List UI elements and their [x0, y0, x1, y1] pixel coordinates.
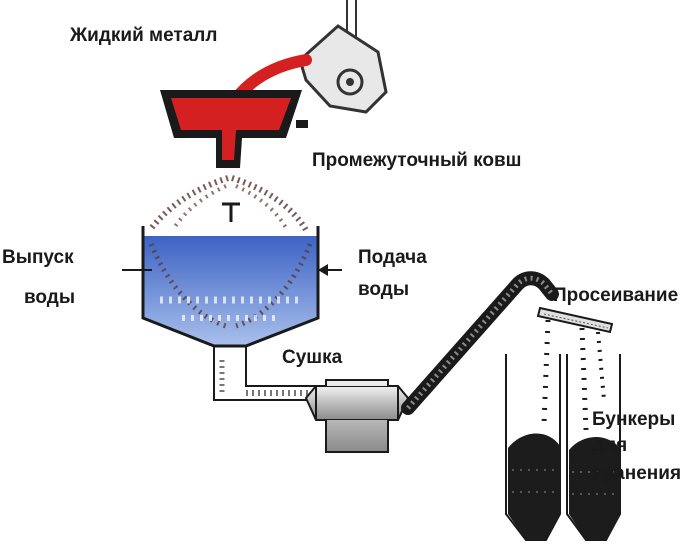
dryer: [304, 379, 410, 453]
water-supply-arrow: [318, 264, 342, 276]
label-water-supply-line1: Подача: [358, 247, 427, 268]
label-bunkers-line3: хранения: [592, 463, 682, 484]
label-tundish: Промежуточный ковш: [312, 150, 522, 171]
melting-furnace: [298, 0, 388, 114]
label-bunkers-line1: Бункеры: [592, 409, 676, 430]
sieve: [536, 306, 614, 334]
atomized-spray: [147, 175, 309, 232]
tundish: [160, 90, 308, 168]
label-bunkers-line2: для: [592, 435, 628, 456]
label-water-supply-line2: воды: [358, 279, 410, 300]
powder-streams: [541, 319, 606, 431]
label-water-outlet-line1: Выпуск: [2, 247, 74, 268]
label-drying: Сушка: [282, 347, 343, 368]
conveyor: [401, 271, 559, 415]
label-water-outlet-line2: воды: [24, 287, 76, 308]
atomization-tank: [141, 226, 320, 401]
label-sieving: Просеивание: [553, 285, 679, 306]
storage-bunkers: [505, 354, 621, 541]
label-liquid-metal: Жидкий металл: [70, 25, 218, 46]
